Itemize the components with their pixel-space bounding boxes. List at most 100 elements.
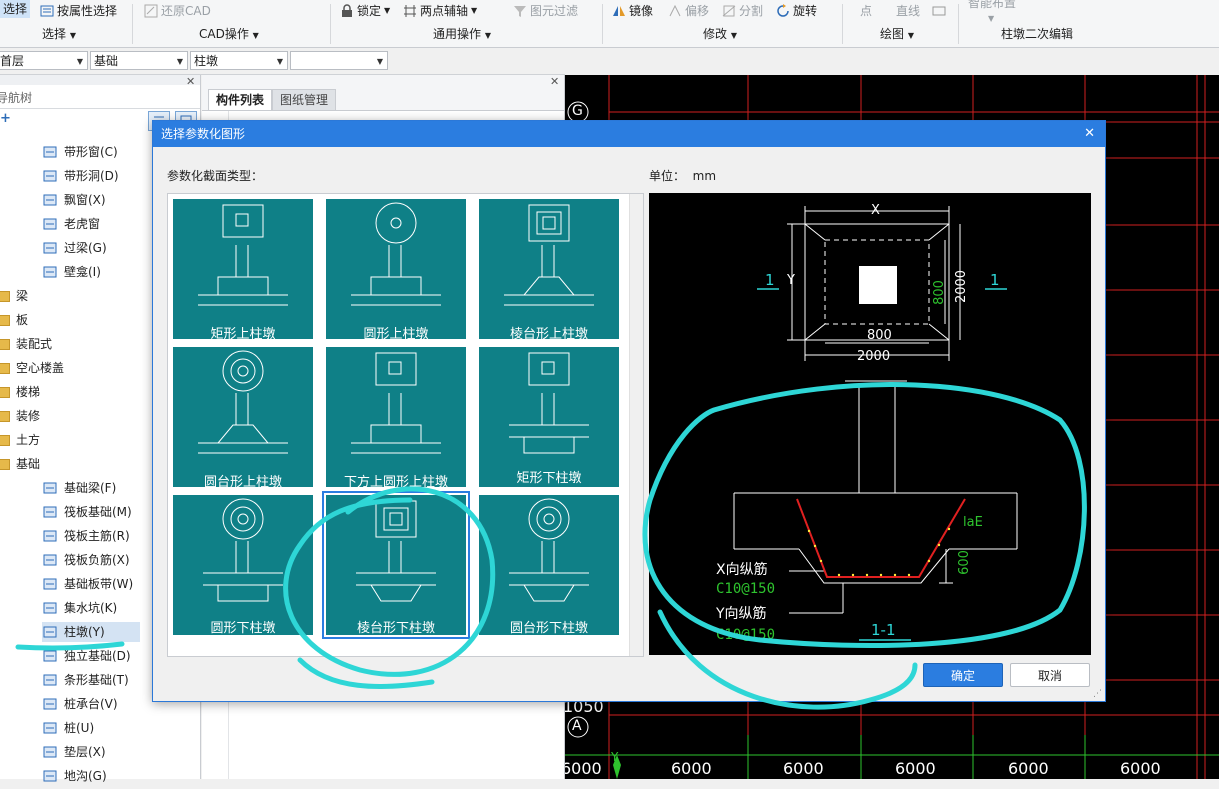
nav-item[interactable]: 筏板主筋(R) bbox=[42, 526, 130, 546]
dormer-icon bbox=[42, 217, 58, 231]
nav-item[interactable]: 基础 bbox=[0, 454, 40, 474]
nav-item[interactable]: 柱墩(Y) bbox=[42, 622, 140, 642]
tab-drawing-management[interactable]: 图纸管理 bbox=[272, 89, 336, 110]
nav-item[interactable]: 空心楼盖 bbox=[0, 358, 64, 378]
offset-button[interactable]: 偏移 bbox=[668, 2, 709, 20]
shape-tile[interactable]: 圆形下柱墩 bbox=[173, 495, 313, 636]
nav-item[interactable]: 板 bbox=[0, 310, 28, 330]
shape-thumbnail-icon bbox=[351, 352, 441, 454]
shape-tile[interactable]: 矩形上柱墩 bbox=[173, 199, 313, 342]
nav-item[interactable]: 条形基础(T) bbox=[42, 670, 129, 690]
shape-tile[interactable]: 下方上圆形上柱墩 bbox=[326, 347, 466, 490]
point-button[interactable]: 点 bbox=[860, 4, 873, 18]
dialog-title: 选择参数化图形 bbox=[161, 127, 246, 141]
rect-draw-button[interactable] bbox=[932, 2, 946, 20]
nav-item-label: 楼梯 bbox=[16, 385, 41, 399]
nav-item-label: 空心楼盖 bbox=[16, 361, 65, 375]
nav-item[interactable]: 筏板基础(M) bbox=[42, 502, 132, 522]
nav-item[interactable]: 带形窗(C) bbox=[42, 142, 118, 162]
pile-cap-icon bbox=[42, 697, 58, 711]
shape-tile[interactable]: 圆形上柱墩 bbox=[326, 199, 466, 342]
restore-cad-button[interactable]: 还原CAD bbox=[144, 2, 211, 20]
nav-item[interactable]: 老虎窗 bbox=[42, 214, 100, 234]
split-button[interactable]: 分割 bbox=[722, 2, 763, 20]
resize-grip-icon[interactable]: ⋰ bbox=[1093, 689, 1102, 699]
shape-tile[interactable]: 棱台形下柱墩 bbox=[322, 491, 470, 639]
close-icon[interactable]: ✕ bbox=[550, 75, 560, 88]
nav-item-label: 装修 bbox=[16, 409, 41, 423]
shape-tile-label: 圆形上柱墩 bbox=[363, 327, 429, 342]
rotate-button[interactable]: 旋转 bbox=[776, 2, 817, 20]
rotate-icon bbox=[776, 4, 790, 18]
ok-button[interactable]: 确定 bbox=[923, 663, 1003, 687]
nav-item[interactable]: 土方 bbox=[0, 430, 40, 450]
nav-item[interactable]: 桩承台(V) bbox=[42, 694, 118, 714]
folder-icon bbox=[0, 290, 10, 302]
nav-item[interactable]: 壁龛(I) bbox=[42, 262, 101, 282]
floor-select[interactable]: 首层▼ bbox=[0, 51, 88, 70]
axis-label-a: A bbox=[572, 718, 582, 734]
rectangle-icon bbox=[932, 4, 946, 18]
nav-item-label: 集水坑(K) bbox=[64, 601, 118, 615]
section-mark-left: 1 bbox=[765, 271, 775, 289]
shape-tile[interactable]: 棱台形上柱墩 bbox=[479, 199, 619, 342]
nav-item[interactable]: 带形洞(D) bbox=[42, 166, 119, 186]
gallery-scrollbar[interactable] bbox=[629, 194, 643, 656]
nav-item[interactable]: 桩(U) bbox=[42, 718, 94, 738]
nav-item-label: 基础板带(W) bbox=[64, 577, 134, 591]
folder-icon bbox=[0, 386, 10, 398]
shape-tile-label: 矩形上柱墩 bbox=[210, 327, 276, 342]
shape-tile-label: 棱台形上柱墩 bbox=[509, 327, 588, 342]
lae-label: laE bbox=[963, 515, 983, 530]
shape-tile[interactable]: 矩形下柱墩 bbox=[479, 347, 619, 487]
element-filter-button[interactable]: 图元过滤 bbox=[513, 2, 578, 20]
folder-icon bbox=[0, 458, 10, 470]
nav-item-label: 壁龛(I) bbox=[64, 265, 101, 279]
niche-icon bbox=[42, 265, 58, 279]
select-button[interactable]: 选择 bbox=[0, 0, 31, 18]
shape-tile[interactable]: 圆台形下柱墩 bbox=[479, 495, 619, 636]
smart-layout-button[interactable]: 智能布置 bbox=[968, 0, 1017, 10]
type-select[interactable]: 柱墩▼ bbox=[190, 51, 288, 70]
category-select[interactable]: 基础▼ bbox=[90, 51, 188, 70]
nav-item[interactable]: 楼梯 bbox=[0, 382, 40, 402]
ribbon-toolbar: 选择 按属性选择 还原CAD 锁定▼ 两点辅轴▼ 图元过滤 镜像 偏移 分割 旋… bbox=[0, 0, 1219, 48]
shape-thumbnail-icon bbox=[356, 500, 436, 602]
nav-item[interactable]: 集水坑(K) bbox=[42, 598, 117, 618]
component-select[interactable]: ▼ bbox=[290, 51, 388, 70]
nav-item[interactable]: 筏板负筋(X) bbox=[42, 550, 130, 570]
nav-item[interactable]: 独立基础(D) bbox=[42, 646, 131, 666]
nav-item[interactable]: 装修 bbox=[0, 406, 40, 426]
strip-footing-icon bbox=[42, 673, 58, 687]
nav-item[interactable]: 地沟(G) bbox=[42, 766, 107, 786]
cancel-button[interactable]: 取消 bbox=[1010, 663, 1090, 687]
nav-item-label: 筏板负筋(X) bbox=[64, 553, 130, 567]
select-by-attribute-button[interactable]: 按属性选择 bbox=[40, 2, 117, 20]
divider bbox=[0, 108, 200, 109]
lock-button[interactable]: 锁定▼ bbox=[340, 2, 390, 20]
slab-strip-icon bbox=[42, 577, 58, 591]
folder-icon bbox=[0, 314, 10, 326]
dim-y: Y bbox=[787, 273, 795, 288]
add-icon[interactable]: + bbox=[0, 111, 11, 126]
nav-item[interactable]: 垫层(X) bbox=[42, 742, 106, 762]
nav-item[interactable]: 梁 bbox=[0, 286, 28, 306]
mirror-button[interactable]: 镜像 bbox=[612, 2, 653, 20]
nav-item-label: 带形窗(C) bbox=[64, 145, 118, 159]
tab-component-list[interactable]: 构件列表 bbox=[208, 89, 272, 110]
nav-item-label: 板 bbox=[16, 313, 29, 327]
nav-item[interactable]: 基础板带(W) bbox=[42, 574, 133, 594]
nav-item-label: 筏板基础(M) bbox=[64, 505, 132, 519]
shape-tile[interactable]: 圆台形上柱墩 bbox=[173, 347, 313, 490]
two-point-axis-button[interactable]: 两点辅轴▼ bbox=[403, 2, 477, 20]
line-button[interactable]: 直线 bbox=[896, 4, 921, 18]
nav-item[interactable]: 基础梁(F) bbox=[42, 478, 116, 498]
nav-item[interactable]: 飘窗(X) bbox=[42, 190, 106, 210]
nav-item[interactable]: 装配式 bbox=[0, 334, 52, 354]
raft-icon bbox=[42, 505, 58, 519]
close-icon[interactable]: ✕ bbox=[186, 75, 196, 88]
nav-item[interactable]: 过梁(G) bbox=[42, 238, 107, 258]
close-icon[interactable]: ✕ bbox=[1084, 126, 1095, 141]
folder-icon bbox=[0, 434, 10, 446]
dialog-title-bar: 选择参数化图形 ✕ bbox=[153, 121, 1105, 147]
